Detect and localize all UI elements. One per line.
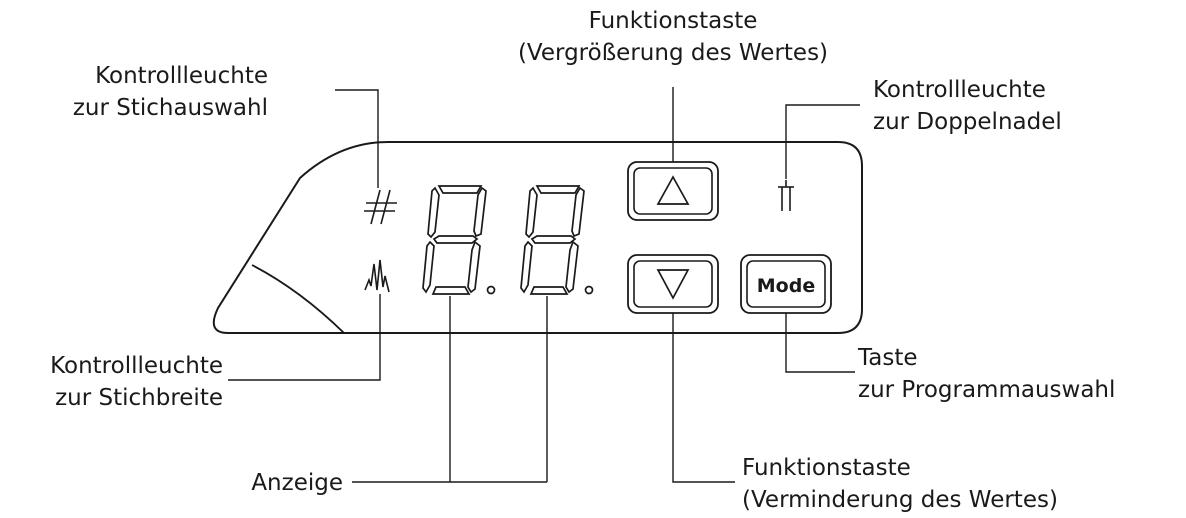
label-twin-needle-led: Kontrollleuchte zur Doppelnadel xyxy=(873,74,1062,138)
label-increase-key: Funktionstaste (Vergrößerung des Wertes) xyxy=(493,5,853,69)
label-display: Anzeige xyxy=(251,470,343,496)
label-increase-line1: Funktionstaste xyxy=(588,8,758,34)
label-stitch-width-line2: zur Stichbreite xyxy=(55,385,223,411)
leader-stitch-select xyxy=(335,89,379,188)
label-decrease-line2: (Verminderung des Wertes) xyxy=(742,487,1058,513)
mode-button[interactable]: Mode xyxy=(740,254,832,314)
label-decrease-key: Funktionstaste (Verminderung des Wertes) xyxy=(742,452,1058,516)
seven-segment-digit-2 xyxy=(520,185,594,295)
label-stitch-width-led: Kontrollleuchte zur Stichbreite xyxy=(50,350,223,414)
mode-button-label: Mode xyxy=(757,275,815,297)
label-stitch-width-line1: Kontrollleuchte xyxy=(50,353,223,379)
label-increase-line2: (Vergrößerung des Wertes) xyxy=(517,40,829,66)
decrease-button[interactable] xyxy=(627,254,719,314)
seven-segment-digit-1 xyxy=(422,185,496,295)
label-mode-key-line1: Taste xyxy=(858,345,918,371)
label-mode-key: Taste zur Programmauswahl xyxy=(858,342,1115,406)
label-stitch-select-led: Kontrollleuchte zur Stichauswahl xyxy=(73,60,268,124)
label-stitch-select-line2: zur Stichauswahl xyxy=(72,95,268,121)
twin-needle-icon xyxy=(778,180,794,211)
leader-twin-needle xyxy=(785,104,860,179)
leader-lines xyxy=(228,87,860,483)
label-decrease-line1: Funktionstaste xyxy=(742,455,911,481)
hash-icon xyxy=(364,189,397,225)
leader-decrease xyxy=(672,313,735,483)
triangle-up-icon xyxy=(656,175,690,205)
triangle-down-icon xyxy=(656,269,690,300)
label-twin-needle-line1: Kontrollleuchte xyxy=(873,77,1046,103)
leader-stitch-width xyxy=(228,294,381,381)
label-twin-needle-line2: zur Doppelnadel xyxy=(873,109,1062,135)
panel-bevel-line xyxy=(251,264,345,334)
leader-mode-key xyxy=(785,313,855,373)
label-stitch-select-line1: Kontrollleuchte xyxy=(95,63,268,89)
panel-outline xyxy=(212,141,863,334)
zigzag-icon xyxy=(364,259,390,293)
increase-button[interactable] xyxy=(627,161,719,221)
label-mode-key-line2: zur Programmauswahl xyxy=(858,377,1116,403)
